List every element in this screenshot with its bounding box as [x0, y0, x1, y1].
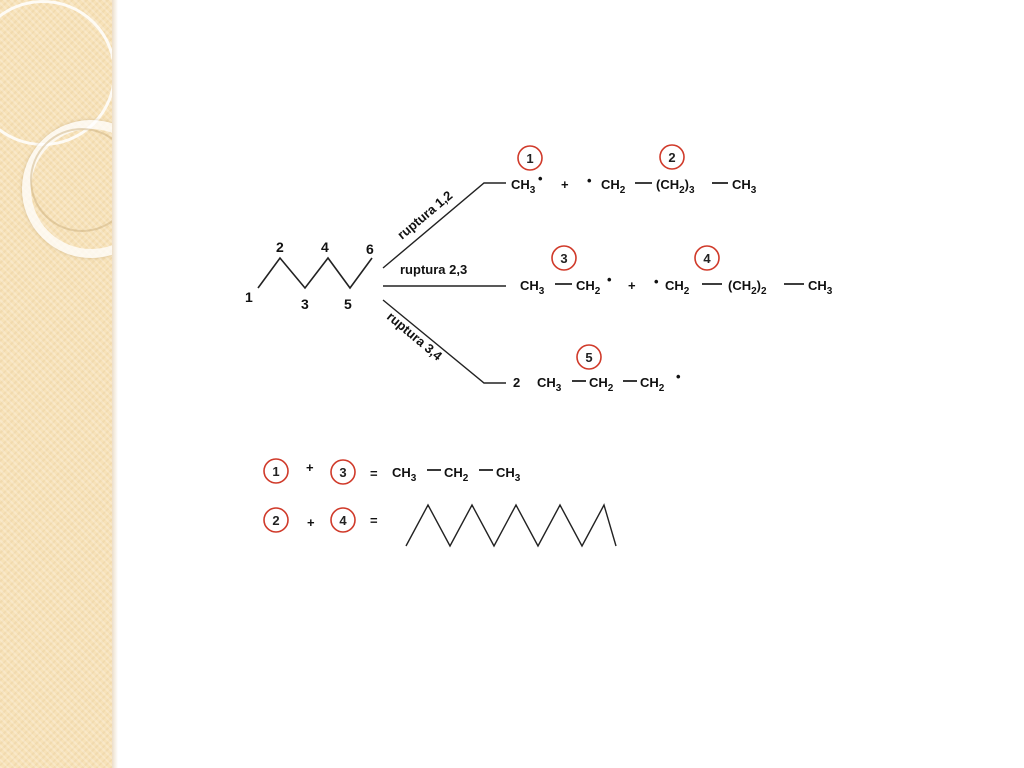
radical-dot: • — [587, 173, 592, 188]
route-label-34: ruptura 3,4 — [384, 309, 446, 364]
formula-part: CH3 — [808, 278, 833, 297]
decorative-ring — [30, 128, 112, 232]
route-label-23: ruptura 2,3 — [400, 262, 467, 277]
formula-part: CH2 — [601, 177, 626, 196]
radical-dot: • — [607, 272, 612, 287]
fragment-marker-5 — [576, 344, 602, 370]
fragment-number: 5 — [585, 350, 592, 365]
radical-dot: • — [538, 171, 543, 186]
plus-sign: + — [307, 515, 315, 530]
plus-sign: + — [306, 460, 314, 475]
fragment-number: 3 — [339, 465, 346, 480]
branch-line-12 — [382, 182, 506, 269]
formula-part: CH2 — [576, 278, 601, 297]
plus-sign: + — [628, 278, 636, 293]
formula-part: (CH2)2 — [728, 278, 767, 297]
fragment-number: 4 — [703, 251, 711, 266]
fragment-marker-4 — [694, 245, 720, 271]
fragment-number: 3 — [560, 251, 567, 266]
fragment-number: 2 — [668, 150, 675, 165]
coefficient: 2 — [513, 375, 520, 390]
equals-sign: = — [370, 513, 378, 528]
branch-line-34 — [382, 299, 506, 384]
decorative-ring — [22, 120, 112, 258]
decorative-sidebar — [0, 0, 112, 768]
fragment-number: 2 — [272, 513, 279, 528]
formula-part: CH3 — [496, 465, 521, 484]
formula-part: CH3 — [392, 465, 417, 484]
carbon-number: 1 — [245, 289, 253, 305]
hexane-skeleton — [257, 256, 373, 290]
fragment-marker-3 — [551, 245, 577, 271]
carbon-number: 6 — [366, 241, 374, 257]
combo-marker-4 — [330, 507, 356, 533]
fragment-number: 1 — [526, 151, 533, 166]
plus-sign: + — [561, 177, 569, 192]
fragment-marker-2 — [659, 144, 685, 170]
radical-dot: • — [654, 274, 659, 289]
formula-part: CH2 — [589, 375, 614, 394]
carbon-number: 3 — [301, 296, 309, 312]
combo-marker-1 — [263, 458, 289, 484]
decane-skeleton — [405, 503, 617, 548]
formula-part: CH3 — [520, 278, 545, 297]
fragment-number: 4 — [339, 513, 347, 528]
combo-marker-2 — [263, 507, 289, 533]
carbon-number: 2 — [276, 239, 284, 255]
formula-part: CH3 — [732, 177, 757, 196]
formula-part: CH2 — [665, 278, 690, 297]
radical-dot: • — [676, 369, 681, 384]
carbon-number: 5 — [344, 296, 352, 312]
sidebar-shadow — [112, 0, 118, 768]
combo-marker-3 — [330, 459, 356, 485]
fragment-number: 1 — [272, 464, 279, 479]
formula-part: CH2 — [640, 375, 665, 394]
formula-part: (CH2)3 — [656, 177, 695, 196]
fragment-marker-1 — [517, 145, 543, 171]
formula-part: CH3 — [511, 177, 536, 196]
formula-part: CH2 — [444, 465, 469, 484]
equals-sign: = — [370, 466, 378, 481]
formula-part: CH3 — [537, 375, 562, 394]
carbon-number: 4 — [321, 239, 329, 255]
